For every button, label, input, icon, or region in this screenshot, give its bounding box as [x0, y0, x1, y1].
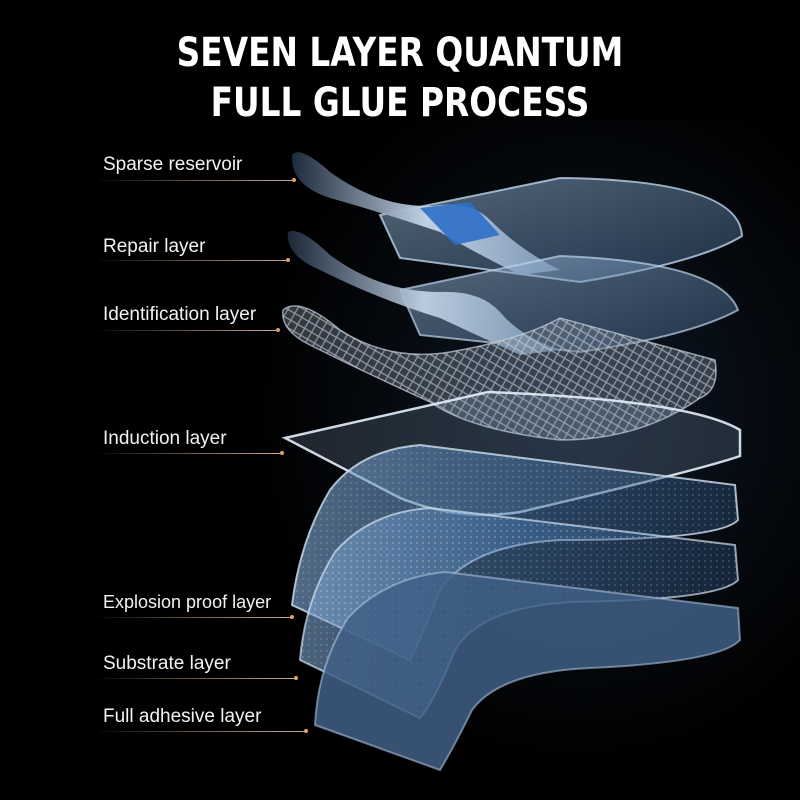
leader-dot — [286, 258, 290, 262]
leader-line — [100, 330, 278, 331]
leader-dot — [276, 328, 280, 332]
label-induction-layer: Induction layer — [103, 429, 227, 448]
sparse-reservoir-layer-shape — [292, 152, 742, 282]
leader-line — [100, 678, 296, 679]
label-sparse-reservoir: Sparse reservoir — [103, 155, 242, 174]
leader-line — [100, 260, 290, 261]
leader-dot — [290, 615, 294, 619]
leader-dot — [292, 178, 296, 182]
label-explosion-proof-layer: Explosion proof layer — [103, 593, 271, 611]
label-full-adhesive-layer: Full adhesive layer — [103, 707, 261, 726]
leader-line — [100, 617, 292, 618]
label-identification-layer: Identification layer — [103, 305, 256, 324]
leader-dot — [280, 451, 284, 455]
label-substrate-layer: Substrate layer — [103, 654, 231, 673]
leader-line — [100, 453, 282, 454]
leader-line — [100, 180, 296, 181]
leader-dot — [304, 729, 308, 733]
leader-dot — [294, 676, 298, 680]
leader-line — [100, 731, 306, 732]
label-repair-layer: Repair layer — [103, 237, 205, 256]
full-adhesive-layer-shape — [315, 572, 740, 770]
